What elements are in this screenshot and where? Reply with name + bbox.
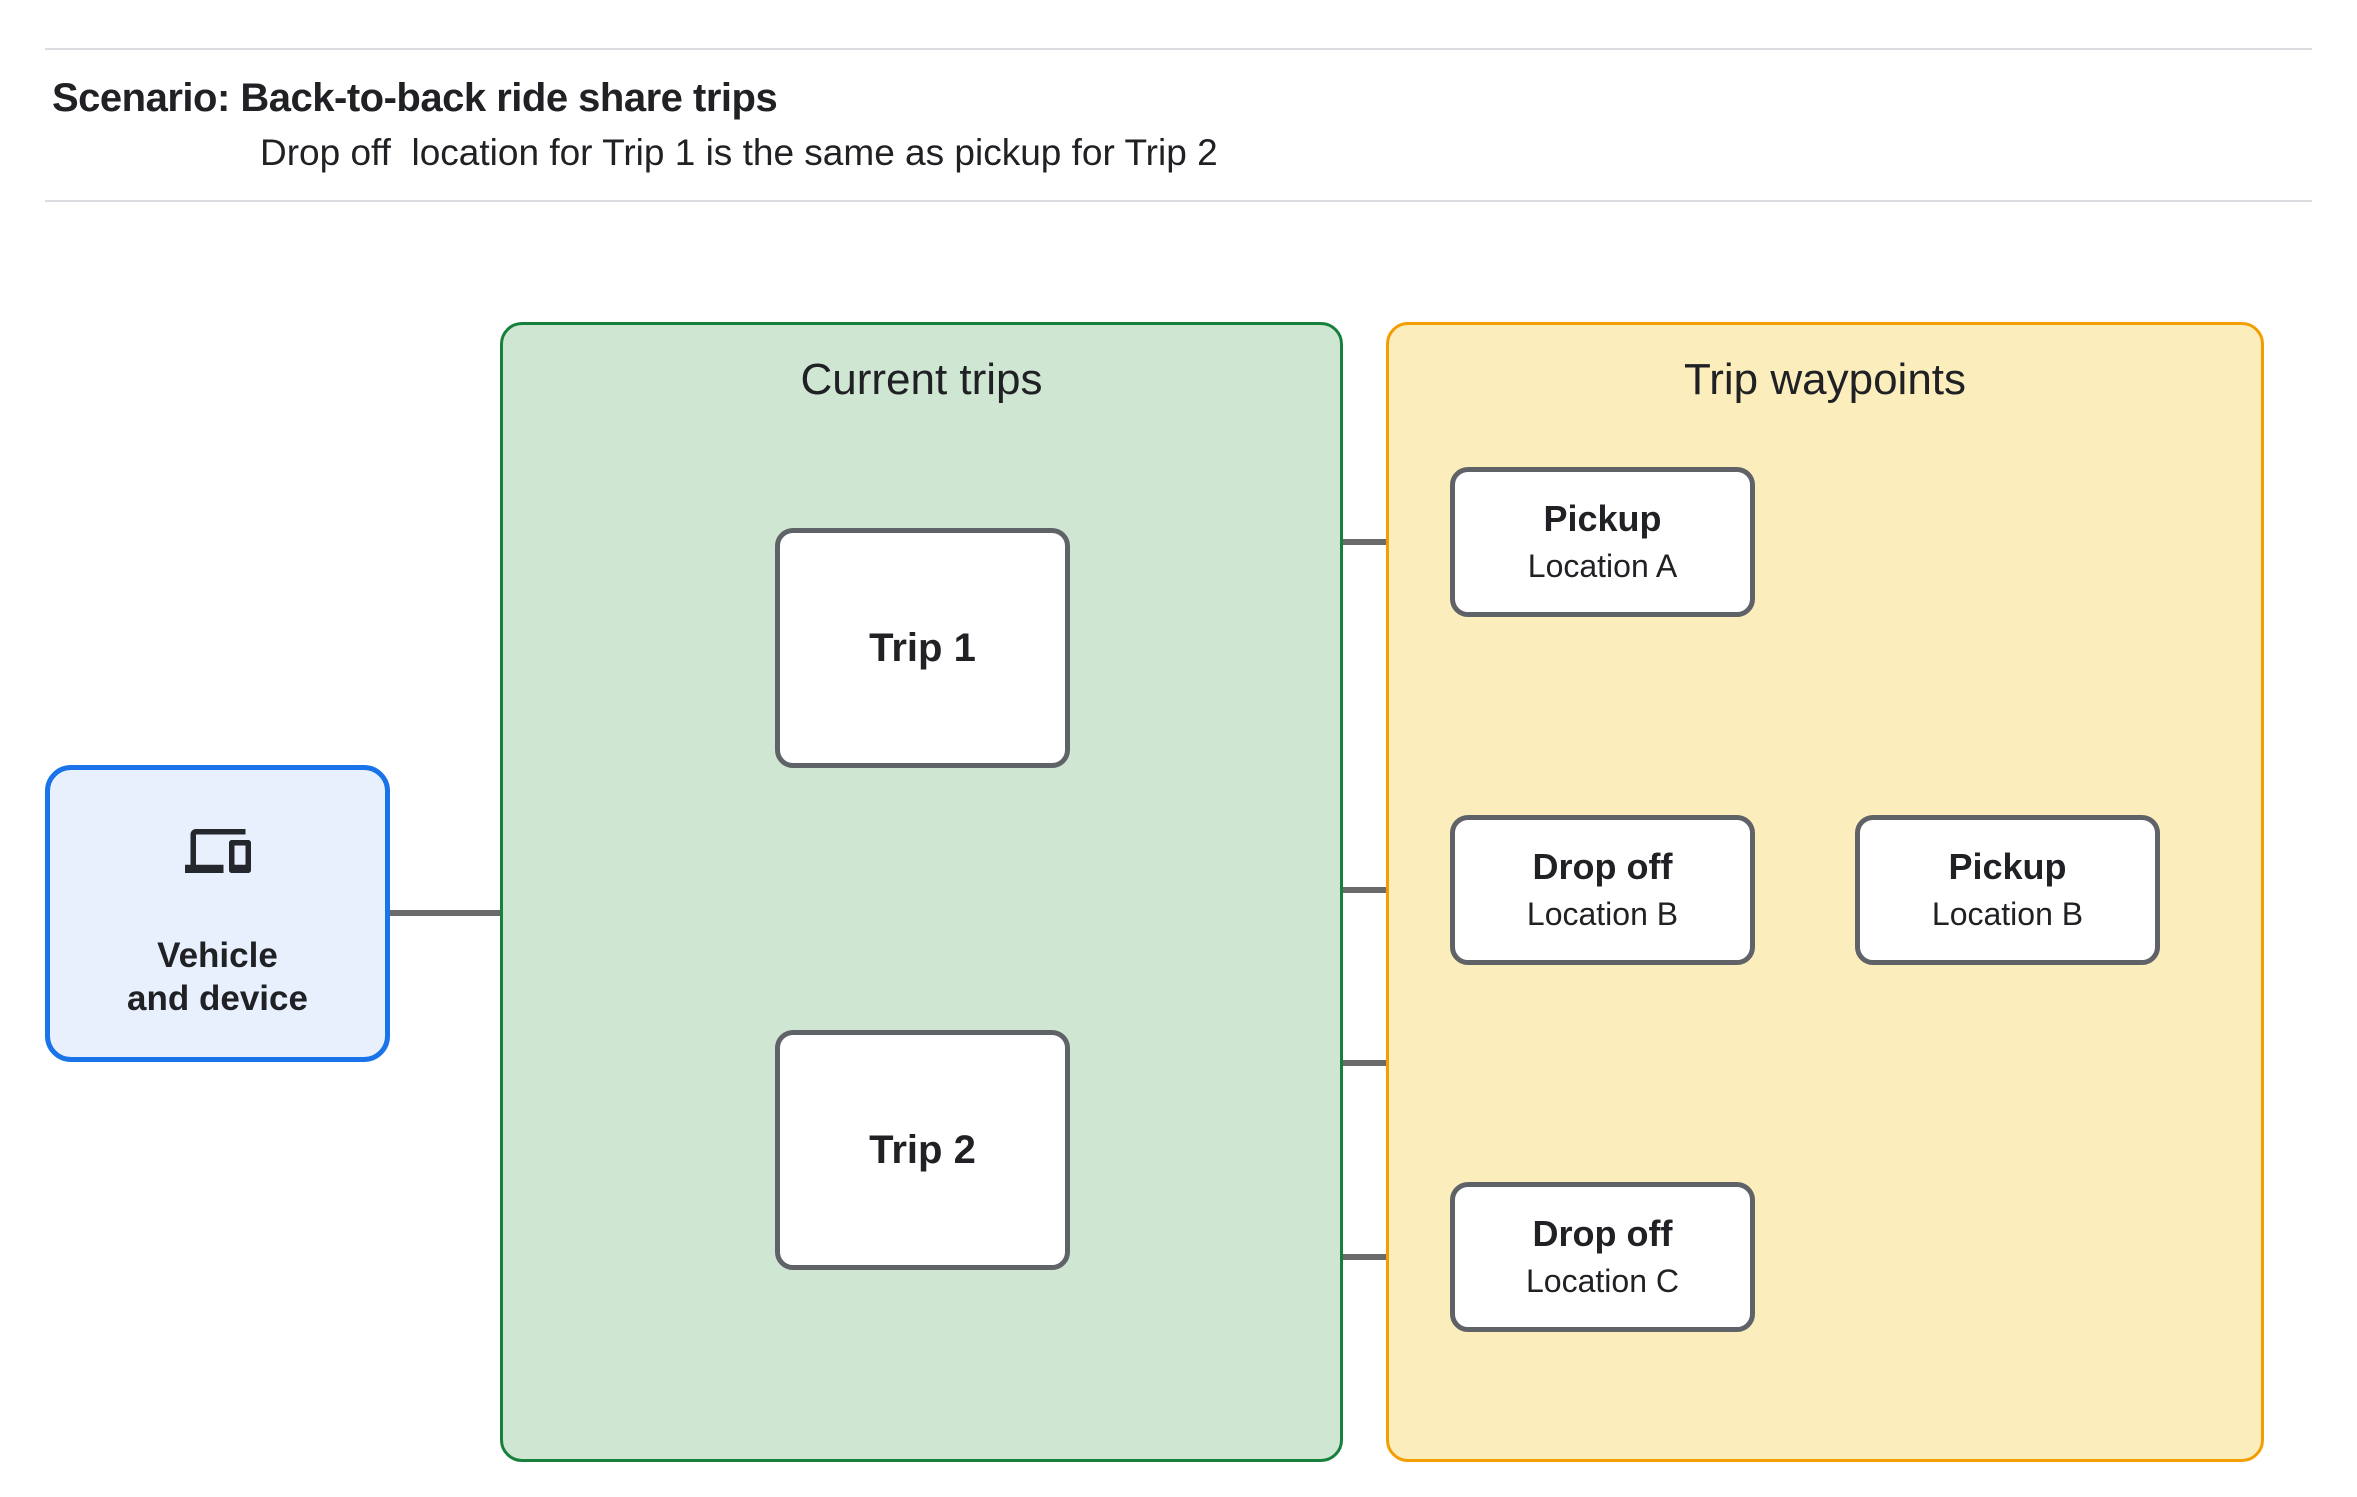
connector-vehicle-to-trunk bbox=[388, 910, 563, 916]
trip-waypoints-title: Trip waypoints bbox=[1683, 355, 1967, 404]
trip-1-label: Trip 1 bbox=[869, 625, 976, 670]
dropoff-location-c-node: Drop off Location C bbox=[1450, 1182, 1755, 1332]
dropoff-location-b-type: Drop off bbox=[1532, 846, 1673, 888]
vehicle-and-device-node: Vehicle and device bbox=[45, 765, 390, 1062]
trip-2-label: Trip 2 bbox=[869, 1127, 976, 1172]
header-divider bbox=[45, 200, 2312, 202]
pickup-location-b-type: Pickup bbox=[1948, 846, 2067, 888]
dropoff-location-c-type: Drop off bbox=[1532, 1213, 1673, 1255]
dropoff-location-b-location: Location B bbox=[1526, 895, 1679, 932]
vehicle-and-device-label: Vehicle and device bbox=[127, 935, 308, 1019]
dropoff-location-c-location: Location C bbox=[1526, 1262, 1679, 1299]
trip-1-node: Trip 1 bbox=[775, 528, 1070, 768]
pickup-location-a-location: Location A bbox=[1527, 547, 1678, 584]
pickup-location-b-location: Location B bbox=[1931, 895, 2084, 932]
dropoff-location-b-node: Drop off Location B bbox=[1450, 815, 1755, 965]
current-trips-title: Current trips bbox=[800, 355, 1043, 404]
top-divider bbox=[45, 48, 2312, 50]
page-subtitle: Drop off location for Trip 1 is the same… bbox=[260, 132, 1218, 173]
current-trips-container: Current trips bbox=[500, 322, 1343, 1462]
page-title: Scenario: Back-to-back ride share trips bbox=[52, 76, 778, 120]
devices-icon bbox=[184, 829, 251, 873]
pickup-location-a-type: Pickup bbox=[1543, 498, 1662, 540]
connector-to-dropoff-b bbox=[1250, 887, 1452, 893]
pickup-location-a-node: Pickup Location A bbox=[1450, 467, 1755, 617]
pickup-location-b-node: Pickup Location B bbox=[1855, 815, 2160, 965]
connector-to-pickup-a bbox=[1250, 539, 1452, 545]
trip-2-node: Trip 2 bbox=[775, 1030, 1070, 1270]
